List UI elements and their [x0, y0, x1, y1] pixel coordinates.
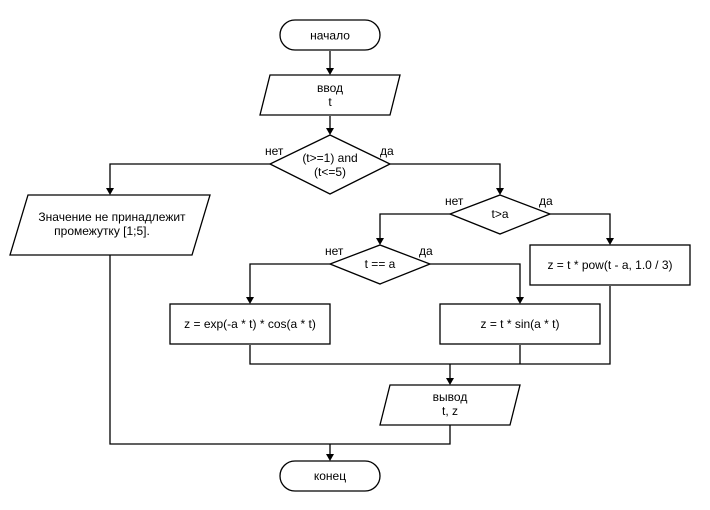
- t-eq-a-label: t == a: [365, 257, 396, 271]
- range-no-label: нет: [265, 144, 284, 158]
- edge-range-no: [109, 163, 270, 188]
- range-condition-line-1: (t>=1) and: [302, 151, 357, 165]
- edge-output-to-end: [109, 255, 451, 445]
- t-gt-a-no-label: нет: [445, 194, 464, 208]
- end-label: конец: [314, 469, 346, 483]
- edge-t-gt-a-yes: [550, 213, 611, 238]
- input-label-line-2: t: [328, 95, 332, 109]
- start-label: начало: [310, 29, 350, 43]
- out-of-range-line-2: промежутку [1;5].: [54, 224, 150, 238]
- t-eq-a-yes-label: да: [419, 244, 433, 258]
- sin-formula-node: z = t * sin(a * t): [439, 303, 601, 345]
- out-of-range-node: Значение не принадлежит промежутку [1;5]…: [9, 194, 211, 256]
- arrowhead: [606, 238, 614, 245]
- edge-exp-to-merge: [249, 286, 611, 365]
- range-condition-line-2: (t<=5): [314, 165, 346, 179]
- edge-t-eq-a-no: [249, 263, 330, 297]
- edge-t-eq-a-yes: [430, 263, 521, 297]
- t-gt-a-condition-node: t>a: [448, 194, 552, 235]
- arrowhead: [326, 68, 334, 75]
- t-eq-a-condition-node: t == a: [328, 244, 432, 285]
- output-node: вывод t, z: [379, 384, 521, 426]
- arrowhead: [496, 188, 504, 195]
- input-label-line-1: ввод: [317, 81, 343, 95]
- t-gt-a-yes-label: да: [539, 194, 553, 208]
- start-node: начало: [279, 19, 381, 51]
- arrowhead: [326, 128, 334, 135]
- range-condition-node: (t>=1) and (t<=5): [268, 134, 392, 195]
- arrowhead: [106, 188, 114, 195]
- flowchart-edges: [106, 51, 614, 461]
- exp-formula-label: z = exp(-a * t) * cos(a * t): [184, 317, 316, 331]
- edge-t-gt-a-no: [379, 213, 450, 238]
- pow-formula-node: z = t * pow(t - a, 1.0 / 3): [529, 244, 691, 286]
- arrowhead: [326, 454, 334, 461]
- edge-range-yes: [390, 163, 501, 188]
- output-label-line-2: t, z: [442, 404, 458, 418]
- range-yes-label: да: [380, 144, 394, 158]
- arrowhead: [446, 378, 454, 385]
- arrowhead: [246, 297, 254, 304]
- input-node: ввод t: [259, 74, 401, 116]
- arrowhead: [516, 297, 524, 304]
- t-eq-a-no-label: нет: [325, 244, 344, 258]
- output-label-line-1: вывод: [433, 390, 468, 404]
- exp-formula-node: z = exp(-a * t) * cos(a * t): [169, 303, 331, 345]
- t-gt-a-label: t>a: [491, 207, 508, 221]
- sin-formula-label: z = t * sin(a * t): [480, 317, 559, 331]
- out-of-range-line-1: Значение не принадлежит: [38, 210, 186, 224]
- arrowhead: [376, 238, 384, 245]
- pow-formula-label: z = t * pow(t - a, 1.0 / 3): [547, 258, 672, 272]
- end-node: конец: [279, 460, 381, 492]
